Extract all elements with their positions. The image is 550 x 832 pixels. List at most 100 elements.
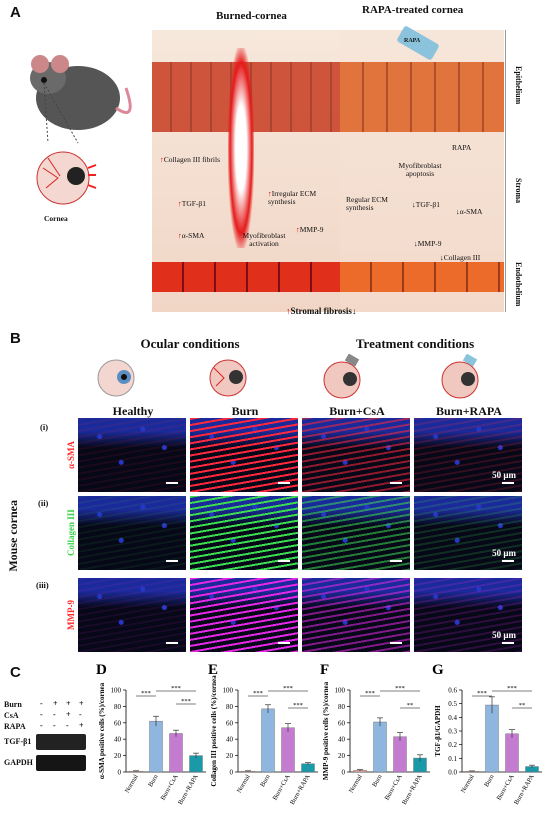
wb-mark: -: [40, 721, 43, 730]
y-tick-label: 0.3: [448, 728, 457, 736]
bar-Burn: [485, 704, 499, 773]
x-tick-label: Burn+RAPA: [513, 773, 536, 806]
wb-mark: -: [53, 721, 56, 730]
row-i-label: (i): [40, 422, 49, 432]
row-iii-label: (iii): [36, 580, 49, 590]
y-tick-label: 0: [230, 769, 234, 777]
scale-bar: [166, 560, 178, 562]
wb-mark: -: [53, 710, 56, 719]
wb-row-rapa: RAPA: [4, 722, 26, 731]
rapa-tgf: ↓TGF-β1: [412, 200, 440, 209]
ocular-header: Ocular conditions: [140, 336, 240, 351]
scale-bar: [502, 560, 514, 562]
burn-asma: ↑α-SMA: [178, 231, 205, 240]
burn-irregular: ↑Irregular ECM synthesis: [268, 189, 317, 206]
stain-label-1: Collagen III: [66, 509, 76, 557]
wb-mark: +: [66, 699, 71, 708]
scale-bar: [390, 482, 402, 484]
wb-band-gapdh: [36, 755, 86, 771]
western-blot: Burn CsA RAPA -+++--+----+ TGF-β1 GAPDH: [4, 699, 88, 790]
rapa-asma: ↓α-SMA: [456, 207, 483, 216]
y-tick-label: 80: [226, 703, 234, 711]
layer-stroma: Stroma: [514, 178, 523, 204]
rapa-apoptosis: Myofibroblast apoptosis: [398, 161, 442, 178]
y-axis-label: MMP-9 positive cells (%)/cornea: [322, 681, 330, 780]
burn-myo: Myofibroblast activation: [242, 231, 286, 248]
y-tick-label: 0: [118, 769, 122, 777]
scale-text: 50 μm: [492, 630, 516, 640]
bar-Burn+CsA: [393, 736, 407, 773]
rapa-title: RAPA-treated cornea: [362, 4, 464, 16]
x-tick-label: Burn+CsA: [496, 773, 516, 801]
micrograph-r1-c1: [78, 418, 186, 492]
bar-Burn+CsA: [505, 733, 519, 773]
y-tick-label: 20: [114, 752, 122, 760]
panel-letter-D: D: [96, 662, 107, 678]
y-tick-label: 0: [342, 769, 346, 777]
scale-bar: [278, 560, 290, 562]
y-tick-label: 60: [226, 719, 234, 727]
layer-endothelium: Endothelium: [514, 262, 523, 307]
x-tick-label: Burn: [259, 773, 272, 788]
burn-tgf: ↑TGF-β1: [178, 199, 206, 208]
scale-bar: [390, 642, 402, 644]
panel-c-letter: C: [10, 664, 21, 681]
eye-csa-icon: [323, 354, 361, 399]
y-tick-label: 40: [114, 736, 122, 744]
micrograph-r2-c3: [302, 496, 410, 570]
scale-bar: [502, 642, 514, 644]
y-tick-label: 0.2: [448, 741, 457, 749]
sig-label: ***: [507, 685, 517, 692]
sig-label: ***: [181, 698, 191, 705]
wb-mark: -: [79, 710, 82, 719]
rapa-label: RAPA: [452, 143, 472, 152]
wb-mark: -: [66, 721, 69, 730]
y-tick-label: 0.4: [448, 714, 457, 722]
micrograph-r2-c4: 50 μm: [414, 496, 522, 570]
sig-label: **: [407, 702, 414, 709]
wb-band-tgf-label: TGF-β1: [4, 737, 32, 746]
sig-label: ***: [365, 690, 375, 697]
x-tick-label: Burn+RAPA: [289, 773, 312, 806]
eye-burn-icon: [209, 359, 247, 397]
rapa-regular: Regular ECM synthesis: [346, 195, 388, 212]
micrograph-r3-c2: [190, 578, 298, 652]
scale-text: 50 μm: [492, 470, 516, 480]
y-tick-label: 0.1: [448, 755, 457, 763]
micrograph-r3-c1: [78, 578, 186, 652]
micrograph-r1-c4: 50 μm: [414, 418, 522, 492]
y-axis-label: TGF-β1/GAPDH: [434, 705, 442, 757]
panel-letter-G: G: [432, 662, 444, 678]
wb-mark: +: [79, 699, 84, 708]
panel-letter-E: E: [208, 662, 218, 678]
micrograph-r2-c2: [190, 496, 298, 570]
mouse-illustration: [30, 55, 132, 205]
y-tick-label: 80: [338, 703, 346, 711]
x-tick-label: Normal: [124, 773, 140, 794]
wb-row-burn: Burn: [4, 700, 22, 709]
micrograph-r3-c4: 50 μm: [414, 578, 522, 652]
rapa-epithelium: [340, 62, 504, 132]
y-tick-label: 20: [226, 752, 234, 760]
bar-Burn: [149, 720, 163, 773]
col-healthy: Healthy: [112, 404, 154, 418]
bar-Burn: [261, 708, 275, 773]
wb-row-csa: CsA: [4, 711, 19, 720]
col-burn: Burn: [231, 404, 259, 418]
panel-b-letter: B: [10, 330, 21, 347]
burned-title: Burned-cornea: [216, 10, 287, 22]
x-tick-label: Burn+RAPA: [401, 773, 424, 806]
x-tick-label: Normal: [460, 773, 476, 794]
y-tick-label: 100: [335, 687, 346, 695]
scale-bar: [502, 482, 514, 484]
y-tick-label: 80: [114, 703, 122, 711]
sig-label: ***: [171, 685, 181, 692]
treatment-header: Treatment conditions: [355, 336, 475, 351]
y-axis-label: Collagen III positive cells (%)/cornea: [210, 675, 218, 787]
y-tick-label: 0.0: [448, 769, 457, 777]
eye-icons: [97, 354, 479, 399]
y-tick-label: 60: [338, 719, 346, 727]
sig-label: **: [519, 702, 526, 709]
x-tick-label: Burn: [483, 773, 496, 788]
y-tick-label: 40: [338, 736, 346, 744]
